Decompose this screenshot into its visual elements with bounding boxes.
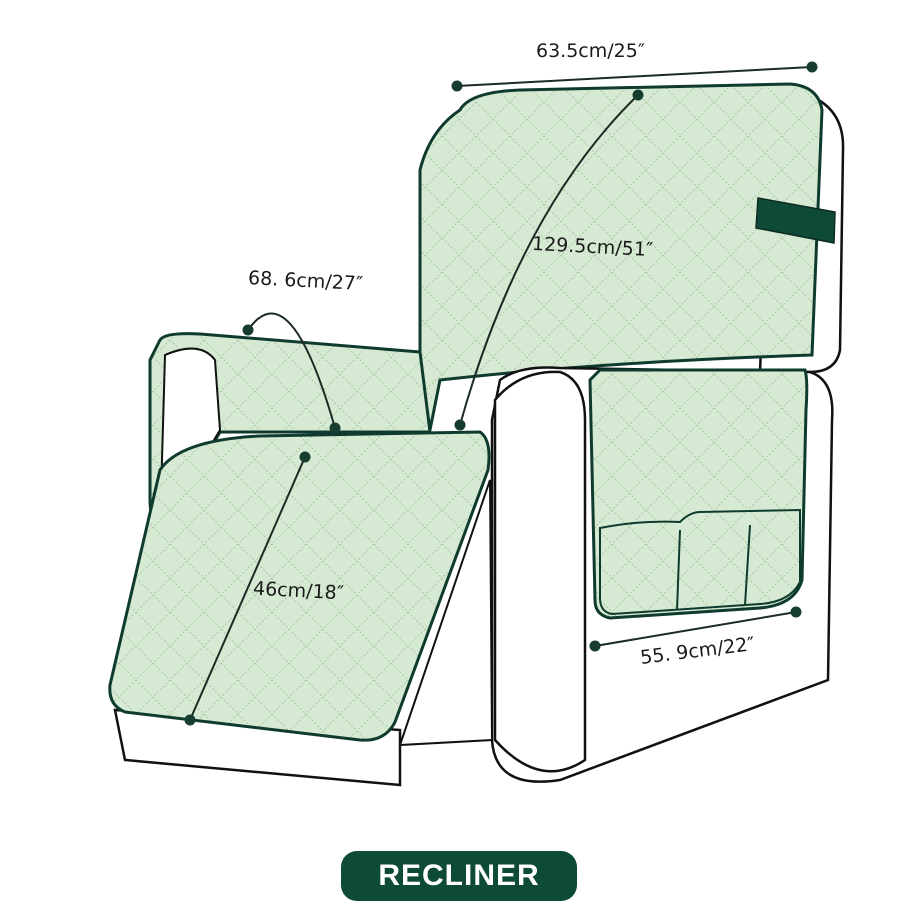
- back-width-label: 63.5cm/25″: [536, 40, 645, 62]
- side-pocket: [599, 508, 801, 616]
- right-arm-cover: [588, 368, 809, 620]
- recliner-badge: RECLINER: [341, 851, 577, 901]
- back-cover: [418, 82, 824, 431]
- footrest-cover: [108, 430, 491, 742]
- strap: [755, 197, 836, 244]
- footrest-length-label: 46cm/18″: [252, 577, 345, 605]
